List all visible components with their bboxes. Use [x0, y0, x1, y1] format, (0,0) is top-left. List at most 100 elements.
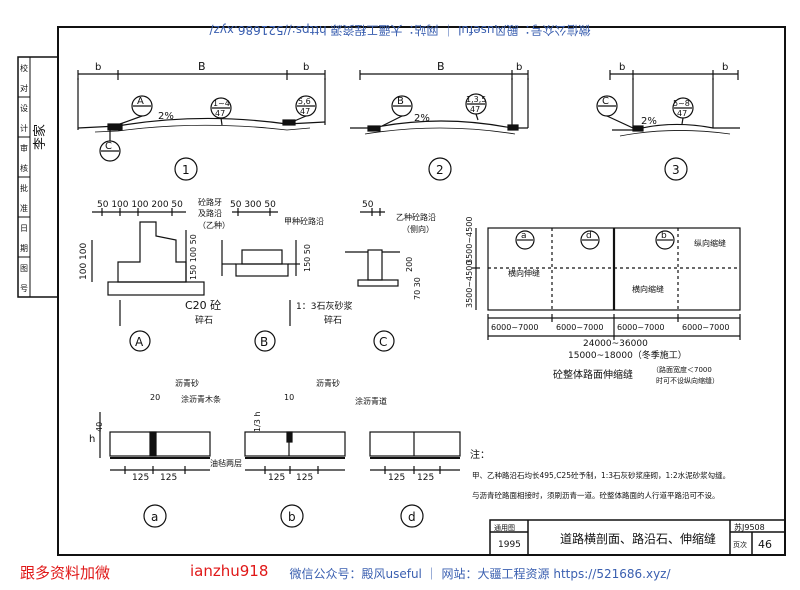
watermark-bottom: 微信公众号：殿风useful ｜ 网站：大疆工程资源 https://52168… [289, 567, 671, 581]
notes-line2: 与沥青砼路面相接时，须刷沥青一道。砼整体路面的人行道平路沿可不设。 [472, 490, 720, 500]
joint-b-dim-bot2: 125 [296, 473, 313, 483]
curb-A-gravel: 碎石 [195, 314, 213, 326]
tb-page-label: 页次 [733, 540, 747, 549]
joint-a-dim-left: 40 [95, 422, 104, 432]
plan-total: 24000~36000 [583, 339, 648, 349]
s2-ref-bot: 47 [470, 105, 480, 114]
margin-label: 批 [20, 183, 28, 193]
s1-ref2-bot: 47 [300, 107, 310, 116]
s2-ref-top: 1,3,5 [466, 95, 486, 104]
curb-C-side-dim: 200 [405, 257, 414, 272]
plan-circle-b: b [661, 231, 667, 241]
s2-dim-b: b [516, 62, 522, 73]
curb-C-dims: 50 [362, 200, 374, 210]
curb-B-dims: 50 300 50 [230, 200, 276, 210]
plan-label-long: 纵向缩缝 [694, 238, 726, 248]
margin-label: 校 [20, 63, 28, 73]
joint-b-dim-left: 1/3 h [253, 412, 262, 433]
joint-d-label1: 涂沥青道 [355, 396, 387, 406]
plan-label-trans2: 横向缩缝 [632, 284, 664, 294]
plan-seg-1: 6000~7000 [491, 323, 538, 332]
tb-code: 苏J9508 [734, 522, 765, 532]
curb-C-label2: （侧向） [402, 224, 434, 234]
joint-a-label1: 沥青砂 [175, 378, 199, 388]
plan-dim-left-top: 3500~4500 [465, 217, 474, 264]
margin-label: 对 [20, 83, 28, 93]
margin-label: 期 [20, 244, 28, 253]
curb-B-label1: 甲种砼路沿 [284, 216, 324, 226]
notes-heading: 注： [470, 448, 490, 461]
joint-a-label2: 涂沥青木条 [181, 394, 221, 404]
margin-label: 设 [20, 103, 28, 113]
s1-dim-b1: b [95, 62, 101, 73]
curb-A-dims: 50 100 100 200 50 [97, 200, 183, 210]
margin-label: 号 [20, 284, 28, 293]
plan-winter: 15000~18000（冬季施工） [568, 349, 687, 361]
joint-d-name: d [408, 510, 416, 524]
s1-dim-b2: b [303, 62, 309, 73]
margin-label: 图 [20, 264, 28, 273]
margin-label: 审 [20, 143, 28, 153]
joint-d-detail [369, 431, 461, 528]
plan-circle-d: d [586, 231, 592, 241]
joint-a-dim-bot1: 125 [132, 473, 149, 483]
section-3 [596, 70, 740, 181]
joint-plan-view [472, 227, 741, 340]
joint-b-dim-top: 10 [284, 393, 294, 402]
s2-dim-B: B [437, 60, 445, 73]
curb-B-detail [221, 208, 300, 352]
s1-ref1-top: 1~4 [213, 99, 230, 108]
joint-b-name: b [288, 510, 296, 524]
s1-slope: 2% [158, 111, 174, 122]
joint-a-h: h [89, 434, 95, 445]
tb-title: 道路横剖面、路沿石、伸缩缝 [560, 531, 716, 546]
s3-dim-b1: b [619, 62, 625, 73]
plan-dim-left-bot: 3500~4500 [465, 261, 474, 308]
s3-circle-c: C [602, 96, 609, 107]
curb-C-name: C [379, 335, 387, 349]
section-1 [77, 70, 326, 181]
curb-B-name: B [260, 335, 268, 349]
s2-slope: 2% [414, 113, 430, 124]
joint-b-detail [244, 431, 346, 528]
tb-page: 46 [758, 538, 772, 551]
curb-A-concrete: C20 砼 [185, 299, 221, 312]
plan-seg-2: 6000~7000 [556, 323, 603, 332]
margin-label: 核 [20, 163, 28, 173]
joint-d-dim-bot2: 125 [417, 473, 434, 483]
s3-dim-b2: b [722, 62, 728, 73]
curb-C-side-dim2: 70 30 [413, 277, 422, 300]
joint-a-detail [99, 412, 211, 528]
margin-label: 日 [20, 224, 28, 233]
joint-a-name: a [151, 510, 158, 524]
s1-circle-a: A [137, 96, 144, 107]
s2-circle-b: B [397, 96, 404, 107]
s1-number: 1 [182, 163, 190, 177]
s2-number: 2 [436, 163, 444, 177]
curb-A-right-dim: 150 100 50 [189, 234, 198, 280]
red-caption-right: ianzhu918 [190, 562, 269, 580]
curb-A-label1: 砼路牙 [198, 197, 222, 207]
curb-B-side-dim: 150 50 [303, 244, 312, 272]
joint-b-label1: 沥青砂 [316, 378, 340, 388]
s3-ref-top: 5~8 [673, 99, 690, 108]
plan-title: 砼整体路面伸缩缝 [553, 368, 633, 381]
s1-circle-c: C [105, 141, 112, 152]
notes-line1: 甲、乙种路沿石均长495,C25砼予制，1:3石灰砂浆座砌，1:2水泥砂浆勾缝。 [472, 470, 730, 480]
curb-B-gravel: 碎石 [324, 314, 342, 326]
tb-year: 1995 [498, 540, 521, 550]
red-caption-left: 跟多资料加微 [20, 564, 111, 582]
curb-A-name: A [135, 335, 144, 349]
curb-C-label1: 乙种砼路沿 [396, 212, 436, 222]
curb-A-label2: 及路沿 [198, 208, 222, 218]
curb-A-detail [91, 208, 291, 352]
margin-label: 计 [20, 123, 28, 133]
joint-a-dim-top: 20 [150, 393, 160, 402]
tb-atlas-label: 通用图 [494, 523, 515, 532]
joint-a-dim-bot2: 125 [160, 473, 177, 483]
curb-A-label3: （乙种） [198, 220, 230, 230]
s3-number: 3 [672, 163, 680, 177]
plan-note2: 时可不设纵向缩缝） [656, 376, 719, 385]
